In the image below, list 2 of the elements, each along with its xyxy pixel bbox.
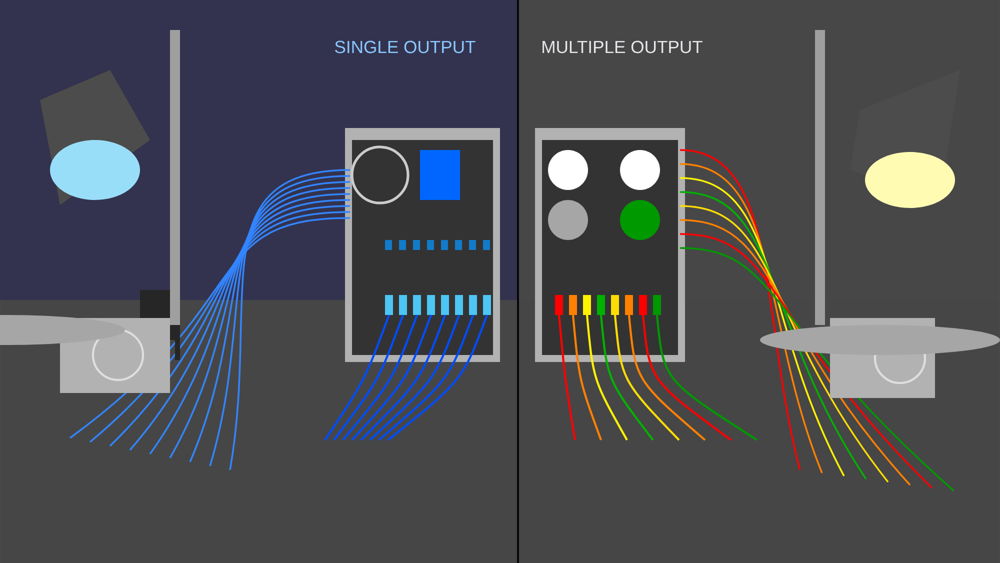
panel-title: SINGLE OUTPUT — [335, 40, 476, 54]
panel-title: MULTIPLE OUTPUT — [542, 40, 702, 54]
